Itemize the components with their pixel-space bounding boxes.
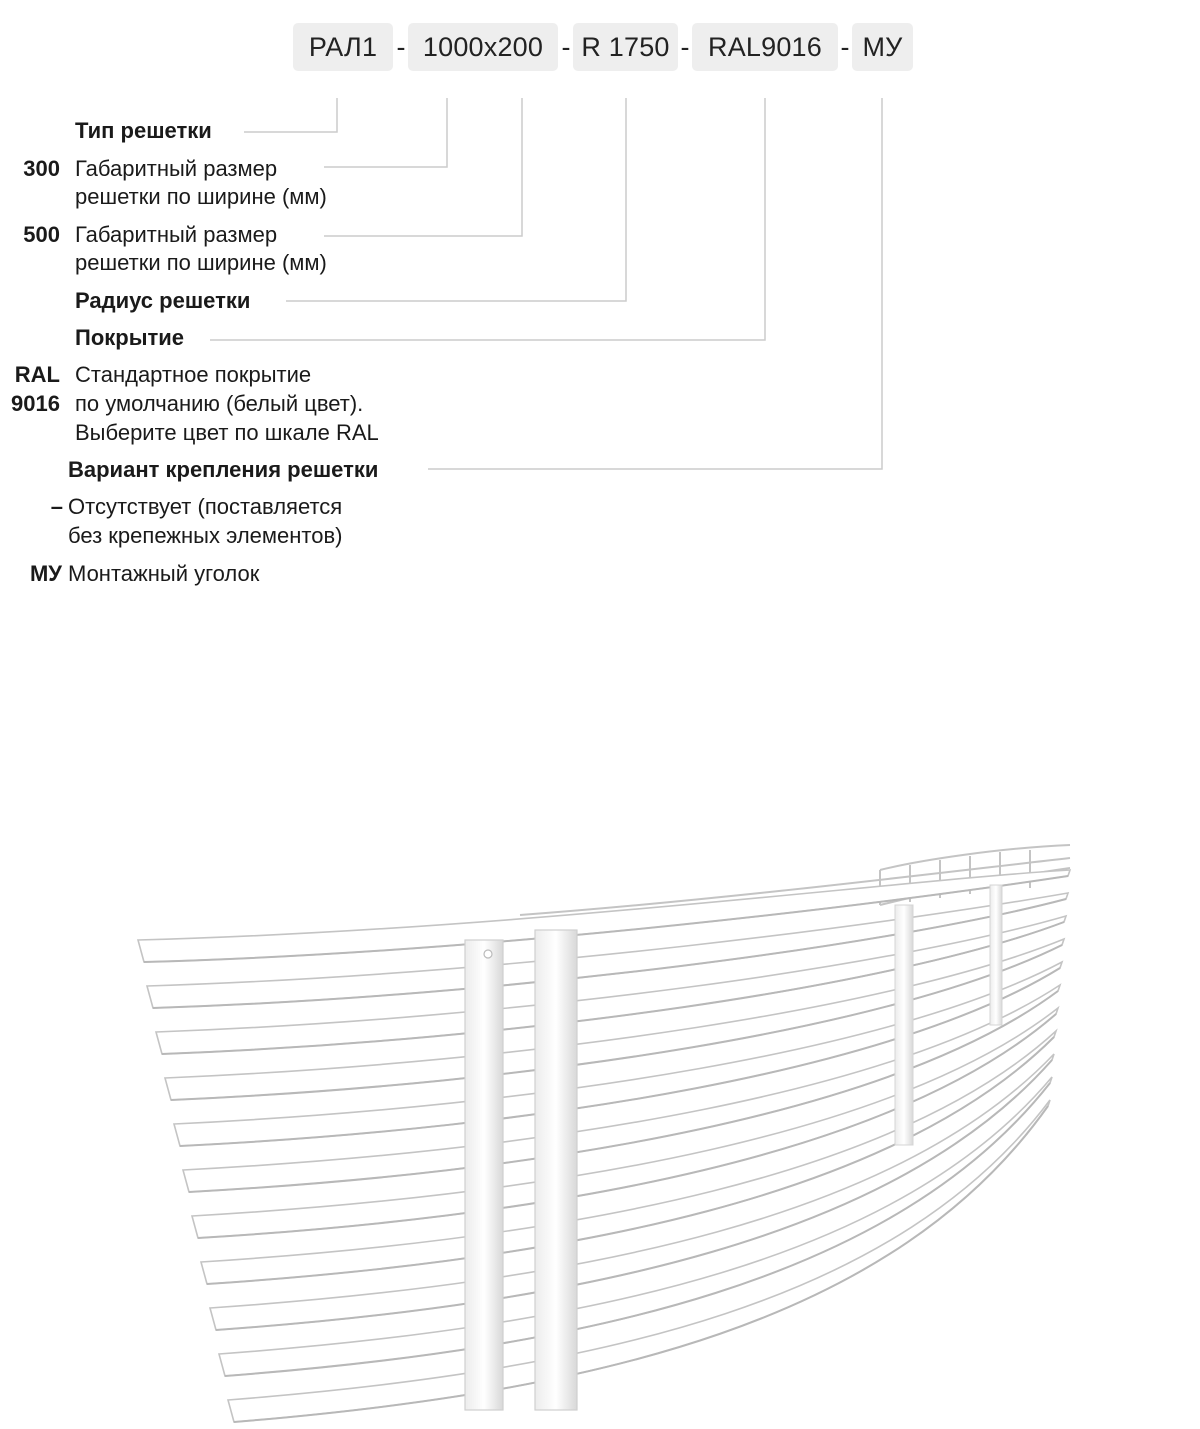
type-label: Тип решетки	[75, 118, 212, 143]
code-segment-type: РАЛ1	[293, 23, 393, 71]
grille-rib	[464, 939, 504, 1411]
grille-ribs	[464, 884, 1003, 1411]
mount-label: Вариант крепления решетки	[68, 457, 379, 482]
grille-slat-edge	[179, 967, 1061, 1147]
grille-slat-edge	[143, 875, 1069, 963]
coating-label: Покрытие	[75, 325, 185, 350]
mount-hole	[483, 949, 493, 959]
code-separator: -	[680, 32, 690, 62]
code-separator: -	[561, 32, 571, 62]
grille-slat-edge	[215, 1059, 1053, 1331]
curved-grille-illustration	[136, 844, 1072, 1423]
mount-angle-code: МУ	[29, 561, 62, 586]
leader-height	[324, 98, 523, 237]
grille-slat-edge	[224, 1082, 1051, 1377]
grille-slat-edge	[206, 1036, 1055, 1285]
mount-angle-desc: Монтажный уголок	[68, 561, 260, 586]
leader-mount	[428, 98, 883, 470]
mount-none-desc-line1: Отсутствует (поставляется	[68, 494, 343, 519]
code-segment-coating: RAL9016	[692, 23, 838, 71]
width-desc-line1: Габаритный размер	[75, 156, 278, 181]
leader-lines	[210, 98, 883, 470]
mount-none-code: –	[50, 494, 63, 519]
coating-code-line1: RAL	[14, 362, 60, 387]
code-separator: -	[396, 32, 406, 62]
height-desc-line2: решетки по ширине (мм)	[75, 250, 327, 275]
grille-rib	[894, 904, 914, 1146]
grille-slat-edge	[197, 1013, 1057, 1239]
grille-rib	[534, 929, 578, 1411]
leader-width	[324, 98, 448, 168]
mount-none-desc-line2: без крепежных элементов)	[68, 523, 343, 548]
coating-desc-line3: Выберите цвет по шкале RAL	[75, 420, 379, 445]
grille-slat-edge	[152, 898, 1067, 1009]
grille-slat-edge	[188, 990, 1059, 1193]
leader-type	[244, 98, 338, 133]
code-segment-radius: R 1750	[573, 23, 678, 71]
grille-slat-edge	[170, 944, 1063, 1101]
code-segment-size: 1000х200	[408, 23, 558, 71]
coating-desc-line2: по умолчанию (белый цвет).	[75, 391, 364, 416]
code-separator: -	[840, 32, 850, 62]
width-desc-line2: решетки по ширине (мм)	[75, 184, 327, 209]
grille-slat-edge	[233, 1105, 1049, 1423]
leader-radius	[286, 98, 627, 302]
grille-rib	[989, 884, 1003, 1026]
code-segment-mount: МУ	[852, 23, 913, 71]
grille-slats	[136, 869, 1072, 1423]
grille-slat-edge	[161, 921, 1065, 1055]
width-code: 300	[23, 156, 60, 181]
height-desc-line1: Габаритный размер	[75, 222, 278, 247]
coating-code-line2: 9016	[11, 391, 60, 416]
leader-coating	[210, 98, 766, 341]
height-code: 500	[23, 222, 60, 247]
radius-label: Радиус решетки	[75, 288, 251, 313]
coating-desc-line1: Стандартное покрытие	[75, 362, 312, 387]
